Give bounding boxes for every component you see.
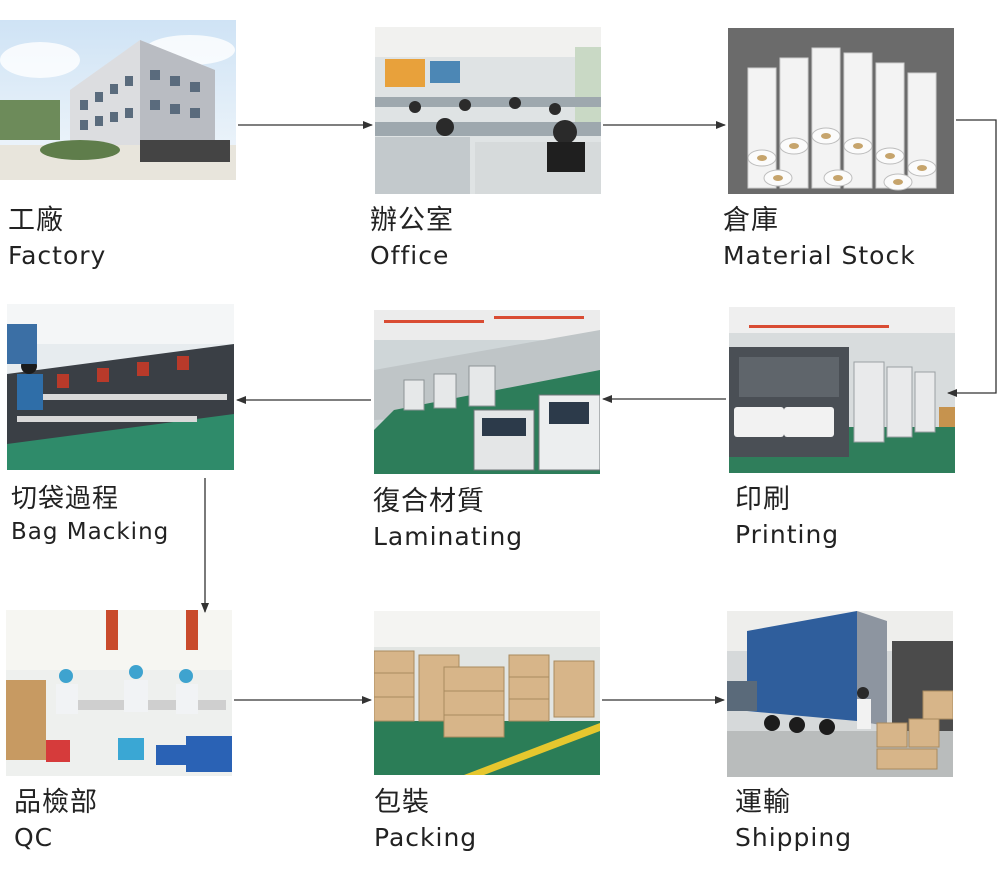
step-label-en: Material Stock <box>723 241 916 271</box>
laminating-photo <box>374 310 600 474</box>
bag-making-photo <box>7 304 234 470</box>
step-caption-printing: 印刷 Printing <box>735 484 839 550</box>
step-label-zh: 品檢部 <box>14 787 98 818</box>
step-label-en: Bag Macking <box>11 519 170 546</box>
step-label-en: Shipping <box>735 823 853 853</box>
step-label-zh: 切袋過程 <box>11 484 120 514</box>
step-label-zh: 辦公室 <box>370 205 454 236</box>
step-caption-laminating: 復合材質 Laminating <box>373 486 523 552</box>
packing-photo <box>374 611 600 775</box>
step-caption-material-stock: 倉庫 Material Stock <box>723 205 916 271</box>
step-label-en: Packing <box>374 823 478 853</box>
office-photo <box>375 27 601 194</box>
step-caption-bag-making: 切袋過程 Bag Macking <box>11 484 169 547</box>
qc-photo <box>6 610 232 776</box>
step-caption-packing: 包裝 Packing <box>374 787 477 853</box>
step-label-en: Office <box>370 241 450 271</box>
step-caption-factory: 工廠 Factory <box>8 205 106 271</box>
step-label-zh: 包裝 <box>374 787 430 818</box>
arrow-stock-to-printing <box>947 119 997 397</box>
step-label-zh: 工廠 <box>8 205 64 236</box>
factory-photo <box>0 20 236 180</box>
step-caption-shipping: 運輸 Shipping <box>735 787 852 853</box>
step-label-zh: 印刷 <box>735 484 791 515</box>
printing-photo <box>729 307 955 473</box>
step-caption-office: 辦公室 Office <box>370 205 454 271</box>
step-label-zh: 復合材質 <box>373 486 485 517</box>
shipping-photo <box>727 611 953 777</box>
material-stock-photo <box>728 28 954 194</box>
step-label-en: Printing <box>735 520 840 550</box>
step-label-zh: 倉庫 <box>723 205 779 236</box>
step-caption-qc: 品檢部 QC <box>14 787 98 853</box>
step-label-zh: 運輸 <box>735 787 791 818</box>
step-label-en: Factory <box>8 241 107 271</box>
step-label-en: QC <box>14 823 54 853</box>
step-label-en: Laminating <box>373 522 524 552</box>
